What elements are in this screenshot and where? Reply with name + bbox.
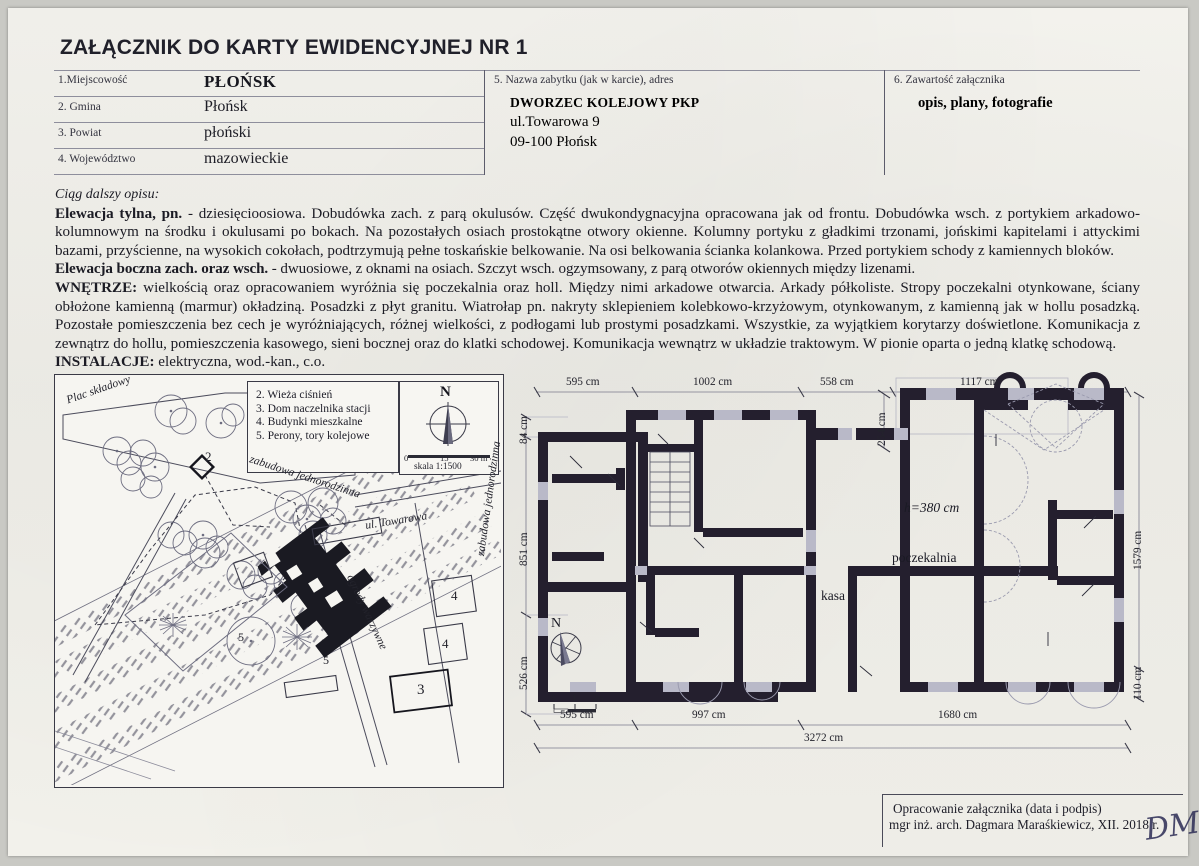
site-plan-north-scale-box: N 0 15 30 m skala 1:1500 — [399, 381, 499, 475]
description-paragraph-1: Elewacja tylna, pn. - dziesięcioosiowa. … — [55, 205, 1140, 261]
scale-tick-0: 0 — [404, 453, 409, 463]
scale-tick-15: 15 — [440, 453, 449, 463]
description-heading: Ciąg dalszy opisu: — [55, 187, 160, 202]
header-rule-2 — [54, 122, 484, 123]
scale-tick-0: 0 — [551, 693, 556, 703]
dim-inner-254: 254 cm — [876, 412, 888, 446]
field-value: płoński — [204, 124, 252, 141]
floor-plan-drawing — [520, 372, 1145, 754]
dim-right-1579: 1579 cm — [1132, 530, 1144, 570]
monument-street: ul.Towarowa 9 — [510, 114, 600, 130]
dim-left-84: 84 cm — [518, 416, 530, 444]
description-p2-lead: Elewacja boczna zach. oraz wsch. — [55, 261, 269, 278]
description-paragraph-2: Elewacja boczna zach. oraz wsch. - dwuos… — [55, 260, 1140, 279]
legend-item-2: 2. Wieża ciśnień — [256, 388, 333, 401]
room-label-poczekalnia: poczekalnia — [892, 550, 957, 565]
header-rule-4 — [54, 174, 484, 175]
header-rule-3 — [54, 148, 484, 149]
header-rule-1 — [54, 96, 484, 97]
site-marker-5a: 5 — [238, 630, 244, 644]
scale-tick-2m: 2m — [592, 693, 604, 703]
field-value: Płońsk — [204, 98, 248, 115]
scale-tick-30: 30 m — [470, 453, 488, 463]
room-label-kasa: kasa — [821, 588, 845, 603]
contents-value: opis, plany, fotografie — [918, 95, 1053, 111]
description-p3-body: wielkością oraz opracowaniem wyróżnia si… — [55, 279, 1140, 352]
dim-top-1117: 1117 cm — [960, 376, 999, 388]
field-label: 3. Powiat — [58, 127, 102, 139]
monument-name: DWORZEC KOLEJOWY PKP — [510, 95, 700, 110]
compass-rose-icon — [426, 402, 470, 446]
site-marker-4b: 4 — [442, 636, 449, 651]
monument-city: 09-100 Płońsk — [510, 134, 598, 150]
legend-item-5: 5. Perony, tory kolejowe — [256, 428, 370, 442]
dim-right-110: 110 cm — [1132, 666, 1144, 700]
document-page: ZAŁĄCZNIK DO KARTY EWIDENCYJNEJ NR 1 1.M… — [8, 8, 1199, 856]
floor-plan-figure: 595 cm 1002 cm 558 cm 1117 cm 595 cm 997… — [508, 370, 1156, 770]
signature-author: mgr inż. arch. Dagmara Maraśkiewicz, XII… — [889, 817, 1160, 832]
description-p3-lead: WNĘTRZE: — [55, 279, 138, 296]
field-label: 1.Miejscowość — [58, 74, 128, 86]
site-marker-4a: 4 — [451, 588, 458, 603]
header-table: 1.Miejscowość PŁOŃSK 2. Gmina Płońsk 3. … — [54, 70, 1140, 175]
description-p1-body: - dziesięcioosiowa. Dobudówka zach. z pa… — [55, 205, 1140, 259]
description-p1-lead: Elewacja tylna, pn. — [55, 205, 183, 222]
legend-item-4: 4. Budynki mieszkalne — [256, 415, 363, 429]
dim-top-1002: 1002 cm — [693, 376, 733, 388]
dim-total-3272: 3272 cm — [804, 732, 844, 744]
dim-bottom-595: 595 cm — [560, 709, 594, 721]
dim-left-851: 851 cm — [518, 532, 530, 566]
site-marker-5b: 5 — [323, 653, 329, 667]
field-label: 4. Województwo — [58, 153, 136, 165]
header-rule-top — [54, 70, 1140, 71]
signature-caption: Opracowanie załącznika (data i podpis) — [893, 801, 1102, 816]
scale-tick-1: 1 — [572, 693, 577, 703]
site-plan-figure: 2. Wieża ciśnień 3. Dom naczelnika stacj… — [54, 374, 504, 788]
header-divider-1 — [484, 70, 485, 175]
description-text: Ciąg dalszy opisu: Elewacja tylna, pn. -… — [55, 186, 1140, 372]
floor-plan-scale-bar — [553, 704, 597, 713]
description-p4-lead: INSTALACJE: — [55, 354, 155, 371]
field-value: mazowieckie — [204, 150, 289, 167]
signature-block: Opracowanie załącznika (data i podpis) m… — [882, 794, 1199, 848]
contents-label: 6. Zawartość załącznika — [894, 74, 1005, 86]
page-title: ZAŁĄCZNIK DO KARTY EWIDENCYJNEJ NR 1 — [60, 36, 528, 59]
room-label-height: h=380 cm — [904, 500, 960, 515]
description-paragraph-4: INSTALACJE: elektryczna, wod.-kan., c.o. — [55, 353, 1140, 372]
north-letter: N — [440, 384, 451, 400]
floor-plan-north-letter: N — [551, 616, 562, 631]
site-plan-drawing — [55, 392, 503, 787]
site-marker-3: 3 — [417, 682, 425, 698]
contents-block: 6. Zawartość załącznika opis, plany, fot… — [894, 74, 1053, 112]
field-label: 2. Gmina — [58, 101, 101, 113]
description-paragraph-3: WNĘTRZE: wielkością oraz opracowaniem wy… — [55, 279, 1140, 353]
field-value: PŁOŃSK — [204, 72, 277, 91]
site-plan-legend: 2. Wieża ciśnień 3. Dom naczelnika stacj… — [247, 381, 399, 473]
floor-plan-compass-icon — [550, 632, 582, 666]
dim-bottom-997: 997 cm — [692, 709, 726, 721]
dim-top-595: 595 cm — [566, 376, 600, 388]
monument-label: 5. Nazwa zabytku (jak w karcie), adres — [494, 74, 674, 86]
description-p2-body: - dwuosiowe, z oknami na osiach. Szczyt … — [268, 261, 916, 278]
dim-left-526: 526 cm — [518, 656, 530, 690]
monument-block: 5. Nazwa zabytku (jak w karcie), adres D… — [494, 74, 699, 151]
site-marker-2: 2 — [205, 449, 212, 464]
description-p4-body: elektryczna, wod.-kan., c.o. — [154, 354, 326, 371]
legend-item-3: 3. Dom naczelnika stacji — [256, 401, 371, 415]
scale-bar — [408, 455, 490, 458]
handwritten-signature: DM — [1142, 805, 1199, 848]
scale-text: skala 1:1500 — [414, 462, 462, 472]
header-divider-2 — [884, 70, 885, 175]
dim-bottom-1680: 1680 cm — [938, 709, 978, 721]
dim-top-558: 558 cm — [820, 376, 854, 388]
